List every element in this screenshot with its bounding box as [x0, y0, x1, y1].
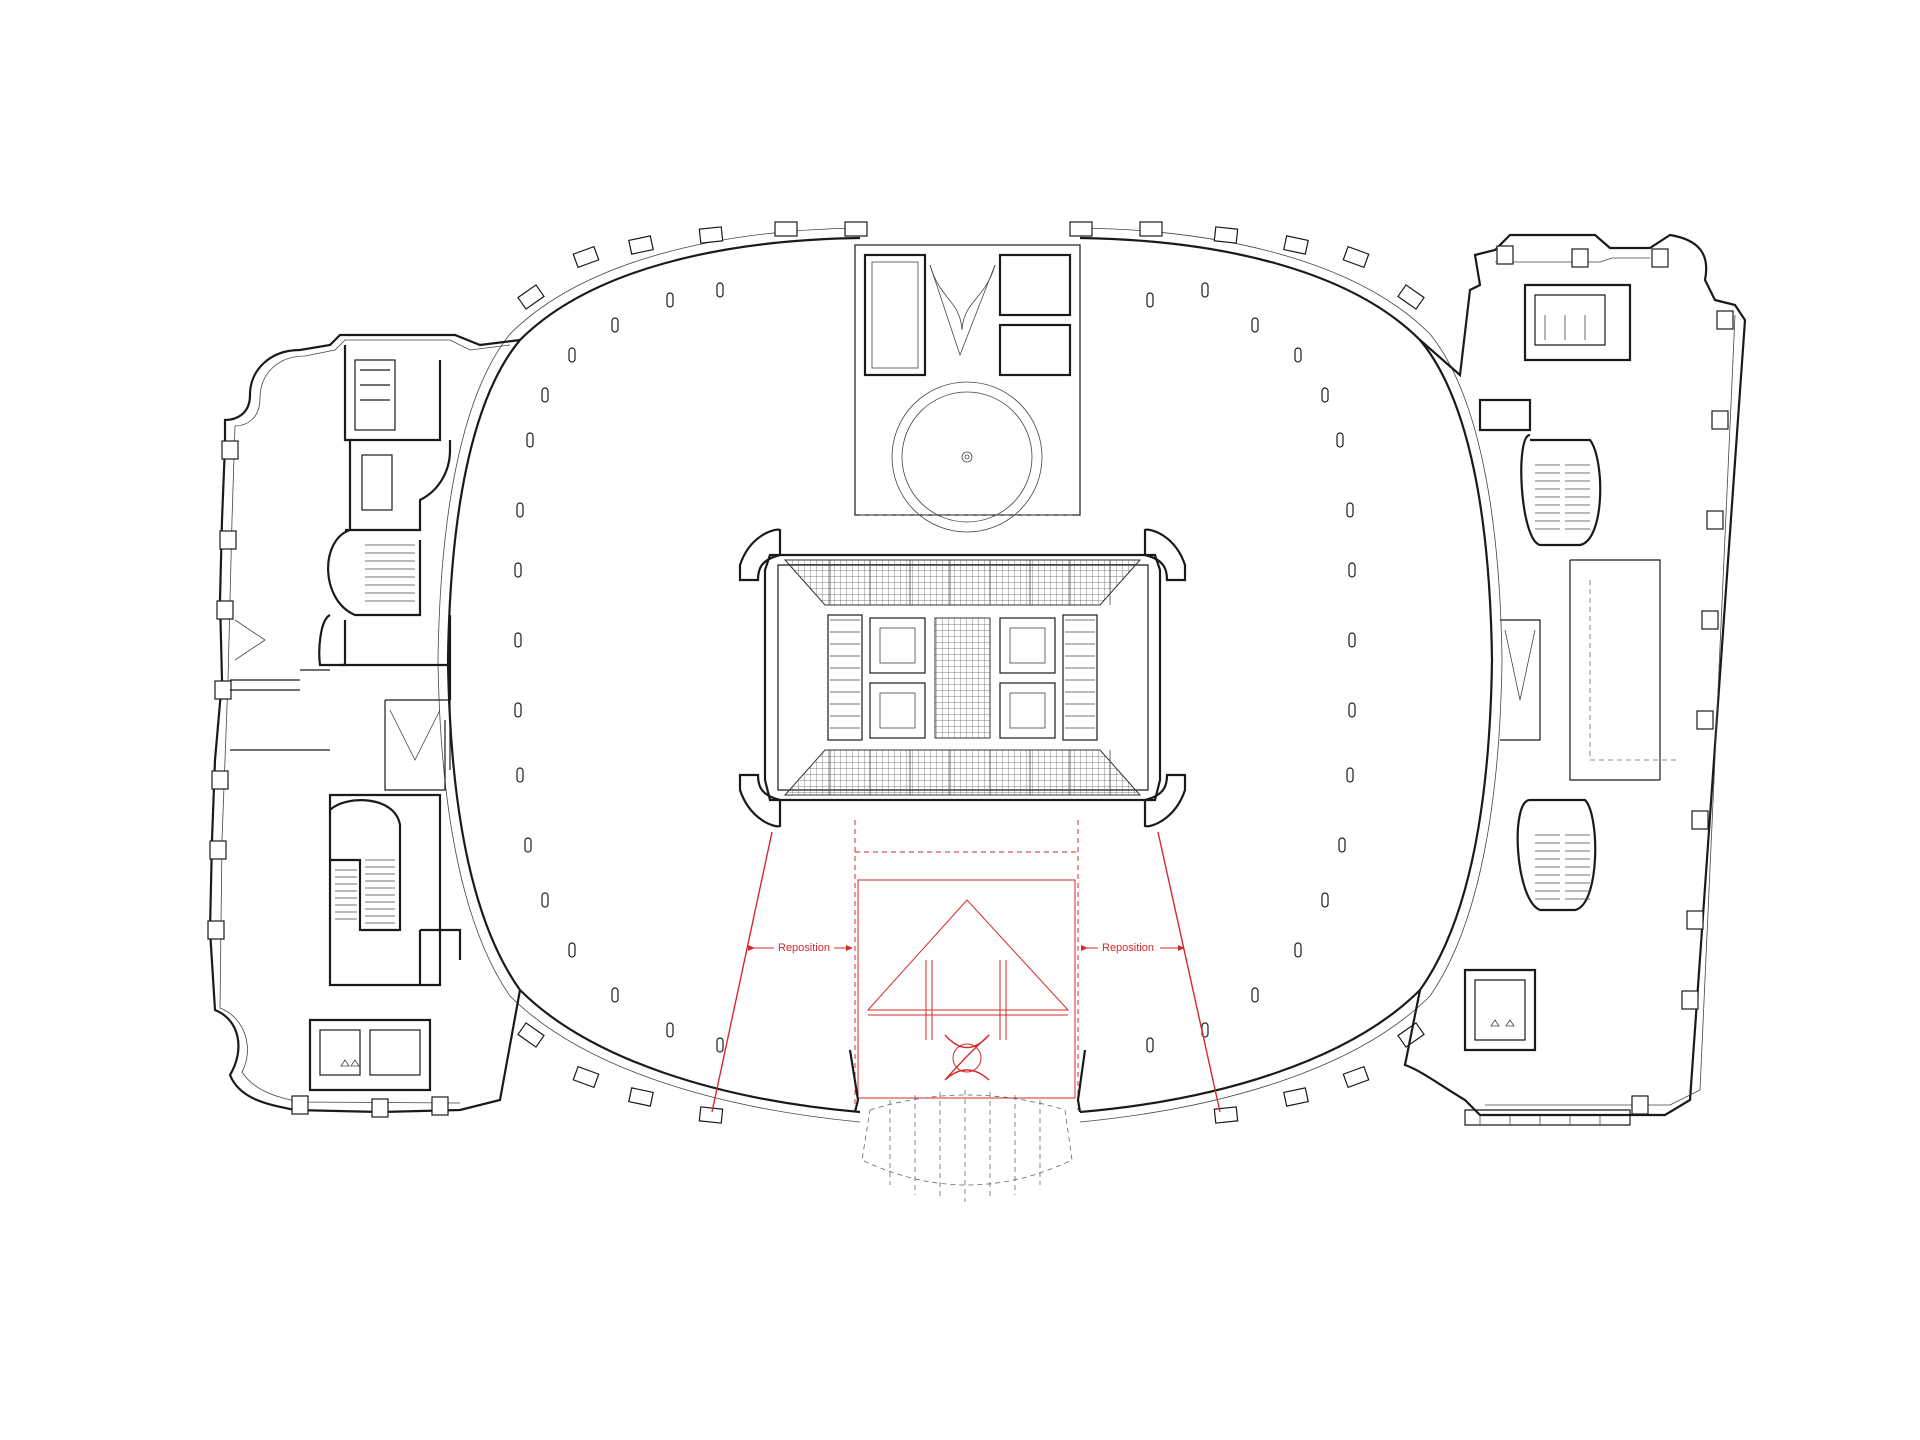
central-core: [738, 244, 1187, 828]
main-hall: [437, 227, 1503, 1123]
column: [666, 1022, 674, 1038]
reposition-wall-left: [711, 831, 773, 1113]
window-bay: [216, 600, 234, 620]
column: [568, 942, 576, 958]
column: [1251, 317, 1259, 333]
window-bay: [214, 680, 232, 700]
reposition-wall-right: [1157, 831, 1221, 1113]
column: [611, 987, 619, 1003]
window-bay: [291, 1095, 309, 1115]
window-bay: [1686, 910, 1704, 930]
column: [1294, 942, 1302, 958]
window-bay: [221, 440, 239, 460]
window-bay: [1696, 710, 1714, 730]
column: [1146, 292, 1154, 308]
column: [1346, 502, 1354, 518]
column: [1251, 987, 1259, 1003]
window-bay: [1691, 810, 1709, 830]
perimeter-piers: [517, 221, 1425, 1124]
window-bay: [1571, 248, 1589, 268]
entrance-markup: Reposition Reposition: [711, 820, 1221, 1202]
window-bay: [219, 530, 237, 550]
column: [1294, 347, 1302, 363]
window-bay: [1716, 310, 1734, 330]
column: [514, 632, 522, 648]
column: [514, 562, 522, 578]
column: [666, 292, 674, 308]
floor-grille-north: [783, 559, 1142, 606]
column: [568, 347, 576, 363]
column-ring: [514, 282, 1356, 1053]
column: [1338, 837, 1346, 853]
column: [716, 282, 724, 298]
column: [1146, 1037, 1154, 1053]
column: [1201, 282, 1209, 298]
column: [1321, 387, 1329, 403]
floor-grille-south: [783, 749, 1142, 796]
window-bay: [1681, 990, 1699, 1010]
column: [541, 892, 549, 908]
window-bay: [1496, 245, 1514, 265]
window-bay: [1651, 248, 1669, 268]
window-bay: [211, 770, 229, 790]
window-bay: [1711, 410, 1729, 430]
column: [516, 502, 524, 518]
right-wing: [1403, 233, 1747, 1126]
column: [611, 317, 619, 333]
window-bay: [209, 840, 227, 860]
column: [516, 767, 524, 783]
column: [1321, 892, 1329, 908]
column: [541, 387, 549, 403]
window-bay: [431, 1096, 449, 1116]
reposition-label-left: Reposition: [778, 942, 830, 954]
left-wing: [207, 333, 522, 1118]
entrance-steps: [861, 1094, 1073, 1186]
column: [1348, 562, 1356, 578]
window-bay: [1631, 1095, 1649, 1115]
window-bay: [207, 920, 225, 940]
column: [526, 432, 534, 448]
column: [716, 1037, 724, 1053]
column: [1348, 632, 1356, 648]
window-bay: [1706, 510, 1724, 530]
hall-wall-left-lobe: [446, 236, 861, 1114]
column: [514, 702, 522, 718]
window-bay: [371, 1098, 389, 1118]
reposition-label-right: Reposition: [1102, 942, 1154, 954]
column: [1348, 702, 1356, 718]
hall-wall-right-lobe: [1079, 236, 1494, 1114]
column: [1336, 432, 1344, 448]
column: [1346, 767, 1354, 783]
window-bay: [1701, 610, 1719, 630]
column: [524, 837, 532, 853]
